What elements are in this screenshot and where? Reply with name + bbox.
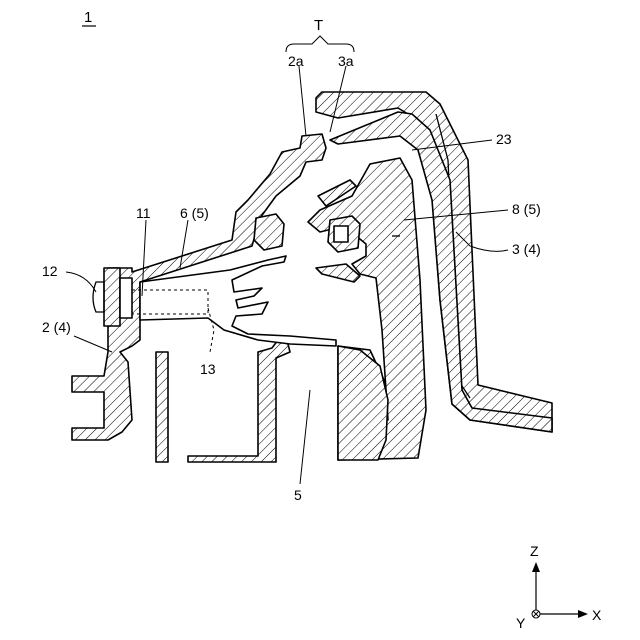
label-3a: 3a <box>338 53 354 69</box>
figure-number: 1 <box>82 9 96 26</box>
axis-z-label: Z <box>530 543 539 559</box>
label-T: T <box>314 17 323 34</box>
label-2a: 2a <box>288 53 304 69</box>
x-arrow-icon <box>578 610 588 618</box>
label-12: 12 <box>42 263 58 279</box>
z-arrow-icon <box>532 562 540 572</box>
coordinate-axes: Z X Y <box>516 543 602 631</box>
label-11: 11 <box>136 205 151 221</box>
label-8: 8 (5) <box>512 201 541 217</box>
lower-walls <box>156 340 388 462</box>
label-13: 13 <box>200 361 216 377</box>
label-5: 5 <box>294 487 302 503</box>
label-3: 3 (4) <box>512 241 541 257</box>
label-23: 23 <box>496 131 512 147</box>
axis-y-label: Y <box>516 615 526 631</box>
label-6: 6 (5) <box>180 205 209 221</box>
label-2: 2 (4) <box>42 319 71 335</box>
axis-x-label: X <box>592 607 602 623</box>
svg-text:1: 1 <box>84 9 92 26</box>
